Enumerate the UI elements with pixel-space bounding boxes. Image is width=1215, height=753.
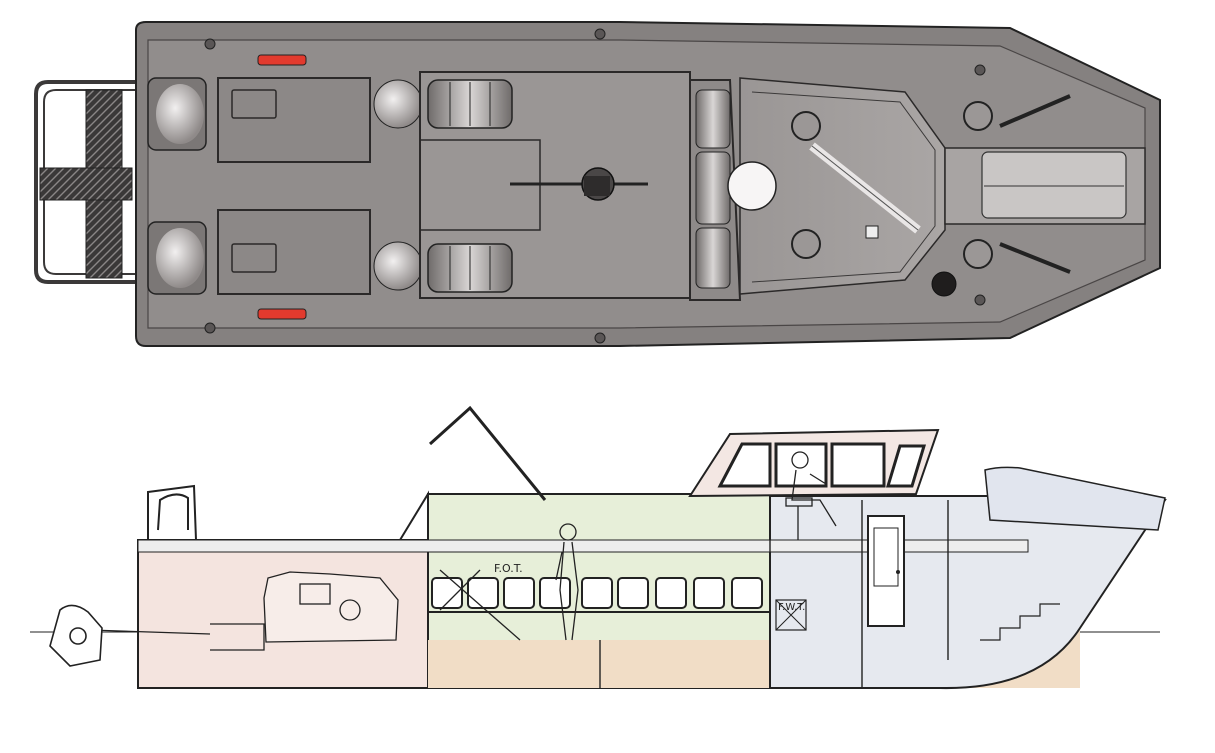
deck-cleats bbox=[204, 28, 986, 344]
centre-gun-mount bbox=[510, 167, 648, 201]
stern-step-tread-bottom bbox=[85, 199, 123, 279]
engine-hatch-port bbox=[217, 77, 371, 163]
stern-step-tread-top bbox=[85, 89, 123, 171]
forward-deck bbox=[739, 77, 946, 295]
nav-light-port bbox=[257, 54, 307, 66]
stern-seat-port bbox=[147, 77, 207, 151]
anchor-winch bbox=[931, 271, 957, 297]
round-seat-port bbox=[373, 79, 423, 129]
round-seat-stbd bbox=[373, 241, 423, 291]
bench-stbd bbox=[427, 243, 513, 293]
tank-label-fot: F.O.T. bbox=[494, 562, 523, 575]
standing-figure bbox=[555, 523, 579, 641]
troop-seats bbox=[431, 577, 763, 609]
engine-hatch-stbd bbox=[217, 209, 371, 295]
stern-drive bbox=[49, 604, 103, 667]
stern-step-tread-center bbox=[39, 167, 133, 201]
bow-ramp-profile bbox=[984, 466, 1166, 531]
profile-view: F.O.T. F.W.T. bbox=[30, 405, 1167, 690]
compass-dome bbox=[727, 161, 777, 211]
helmsman-figure bbox=[785, 451, 837, 540]
bench-port bbox=[427, 79, 513, 129]
wheelhouse-panels bbox=[689, 79, 742, 301]
deck-band bbox=[137, 539, 1029, 553]
engine-schematic bbox=[89, 571, 399, 651]
nav-light-stbd bbox=[257, 308, 307, 320]
tank-label-fwt: F.W.T. bbox=[778, 602, 805, 613]
stern-seat-stbd bbox=[147, 221, 207, 295]
wheelhouse-windows bbox=[717, 442, 927, 488]
mast-profile bbox=[428, 405, 547, 501]
plan-view bbox=[34, 21, 1161, 347]
